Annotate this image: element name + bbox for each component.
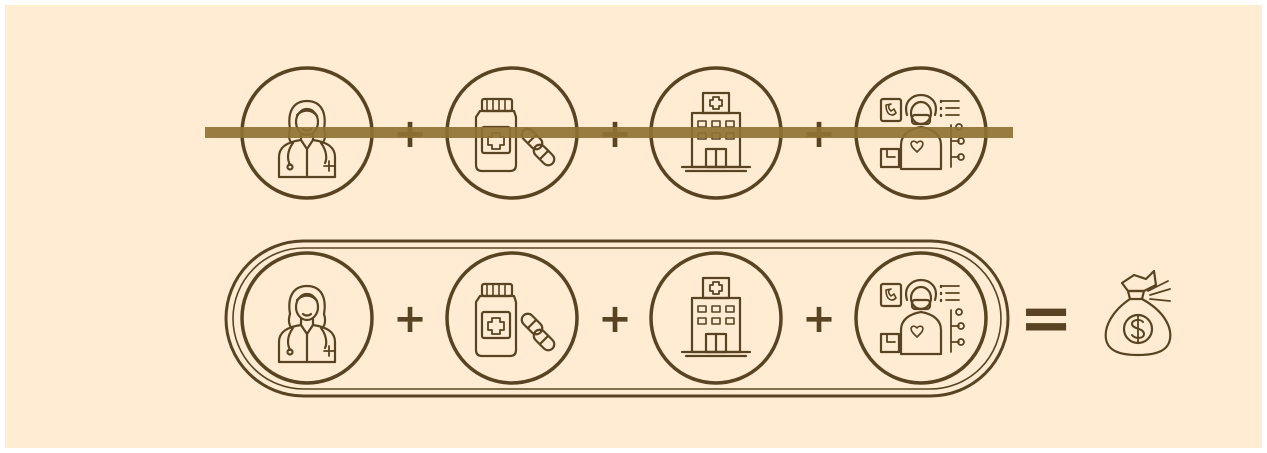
bundle-pill-inner — [232, 247, 1002, 390]
plus-sign: + — [802, 296, 836, 342]
hospital-icon — [649, 251, 783, 385]
itemized-costs-row: + + + — [205, 66, 1013, 200]
bundle-pill-outer — [224, 239, 1010, 398]
plus-sign: + — [598, 296, 632, 342]
doctor-icon — [240, 251, 374, 385]
bundled-costs-row: + + + = — [224, 239, 1172, 398]
diagram-background — [5, 5, 1262, 448]
medicine-icon — [445, 251, 579, 385]
strikethrough-line — [205, 127, 1013, 138]
equals-sign: = — [1019, 282, 1073, 356]
telehealth-icon — [854, 251, 988, 385]
plus-sign: + — [393, 296, 427, 342]
